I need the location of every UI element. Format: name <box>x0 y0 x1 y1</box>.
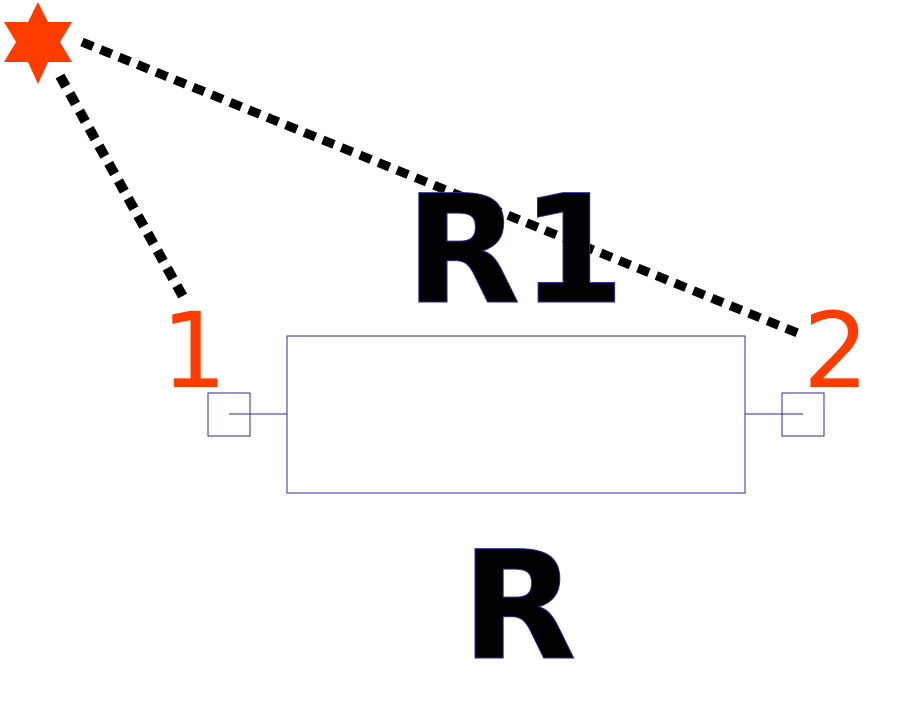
pin-2-number: 2 <box>803 290 869 412</box>
pin-1-terminal[interactable] <box>207 392 251 437</box>
leader-line-pin-1 <box>55 73 191 305</box>
component-type-label[interactable]: R <box>461 520 578 695</box>
pin-1-number: 1 <box>161 290 227 412</box>
leader-line-pin-2 <box>80 37 802 339</box>
reference-designator[interactable]: R1 <box>405 164 626 339</box>
six-point-star-icon[interactable] <box>4 2 72 84</box>
resistor-body[interactable] <box>286 335 746 494</box>
pin-2-terminal[interactable] <box>781 392 825 437</box>
